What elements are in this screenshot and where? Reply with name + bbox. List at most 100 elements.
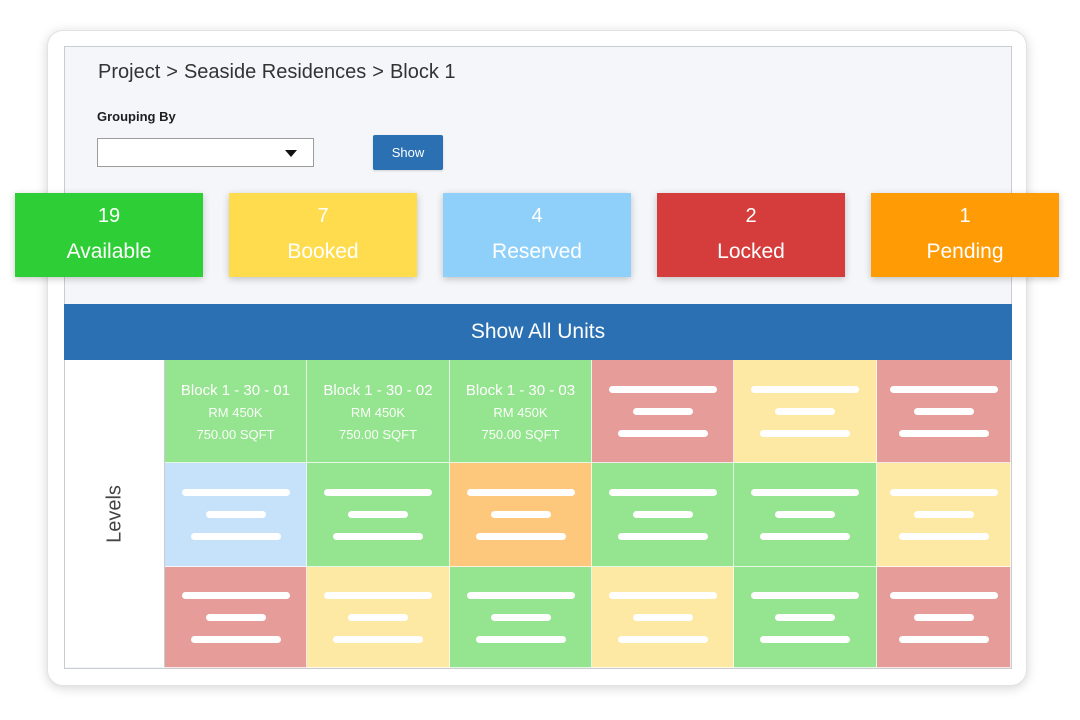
placeholder-line bbox=[466, 489, 575, 496]
placeholder-line bbox=[205, 613, 266, 621]
placeholder-line bbox=[632, 511, 693, 518]
status-label: Locked bbox=[717, 240, 785, 263]
placeholder-line bbox=[324, 489, 432, 496]
unit-title: Block 1 - 30 - 01 bbox=[180, 382, 291, 399]
unit-title: Block 1 - 30 - 02 bbox=[323, 382, 433, 399]
placeholder-line bbox=[181, 591, 290, 599]
grouping-by-label: Grouping By bbox=[97, 109, 176, 124]
placeholder-line bbox=[190, 533, 281, 540]
unit-cell[interactable] bbox=[734, 567, 877, 668]
placeholder-line bbox=[889, 489, 998, 496]
placeholder-line bbox=[913, 511, 974, 518]
unit-cell[interactable]: Block 1 - 30 - 01 RM 450K 750.00 SQFT bbox=[165, 360, 307, 463]
placeholder-line bbox=[889, 591, 998, 599]
placeholder-line bbox=[490, 613, 551, 621]
placeholder-line bbox=[617, 533, 708, 540]
placeholder-line bbox=[348, 511, 408, 518]
unit-cell[interactable] bbox=[307, 463, 450, 567]
unit-area: 750.00 SQFT bbox=[196, 427, 275, 442]
placeholder-line bbox=[475, 635, 566, 643]
unit-cell[interactable] bbox=[877, 463, 1011, 567]
placeholder-line bbox=[348, 613, 408, 621]
status-card-reserved[interactable]: 4 Reserved bbox=[443, 193, 631, 277]
unit-cell[interactable] bbox=[165, 567, 307, 668]
status-count: 1 bbox=[959, 205, 971, 227]
breadcrumb-separator: > bbox=[372, 61, 384, 83]
unit-cell[interactable] bbox=[592, 360, 734, 463]
status-count: 2 bbox=[745, 205, 757, 227]
placeholder-line bbox=[608, 591, 717, 599]
placeholder-line bbox=[913, 407, 974, 415]
placeholder-line bbox=[490, 511, 551, 518]
unit-cell[interactable] bbox=[734, 463, 877, 567]
placeholder-line bbox=[632, 407, 693, 415]
status-card-pending[interactable]: 1 Pending bbox=[871, 193, 1059, 277]
unit-cell[interactable]: Block 1 - 30 - 02 RM 450K 750.00 SQFT bbox=[307, 360, 450, 463]
unit-cell[interactable] bbox=[450, 567, 592, 668]
status-label: Pending bbox=[926, 240, 1004, 263]
unit-cell[interactable]: Block 1 - 30 - 03 RM 450K 750.00 SQFT bbox=[450, 360, 592, 463]
placeholder-line bbox=[608, 489, 717, 496]
placeholder-line bbox=[760, 429, 850, 437]
show-all-units-button[interactable]: Show All Units bbox=[64, 304, 1012, 360]
placeholder-line bbox=[617, 429, 708, 437]
placeholder-line bbox=[889, 385, 998, 393]
placeholder-line bbox=[324, 591, 432, 599]
breadcrumb-item-block: Block 1 bbox=[389, 61, 456, 83]
placeholder-line bbox=[632, 613, 693, 621]
placeholder-line bbox=[205, 511, 266, 518]
placeholder-line bbox=[333, 533, 423, 540]
placeholder-line bbox=[775, 407, 835, 415]
status-label: Reserved bbox=[492, 240, 582, 263]
placeholder-line bbox=[913, 613, 974, 621]
status-card-booked[interactable]: 7 Booked bbox=[229, 193, 417, 277]
placeholder-line bbox=[333, 635, 423, 643]
status-label: Booked bbox=[287, 240, 359, 263]
placeholder-line bbox=[751, 489, 859, 496]
caret-down-icon bbox=[285, 150, 297, 157]
show-button[interactable]: Show bbox=[373, 135, 443, 170]
placeholder-line bbox=[898, 635, 989, 643]
unit-cell[interactable] bbox=[877, 567, 1011, 668]
unit-cell[interactable] bbox=[592, 567, 734, 668]
levels-column: Levels bbox=[65, 360, 165, 667]
placeholder-line bbox=[466, 591, 575, 599]
placeholder-line bbox=[751, 385, 859, 393]
unit-title: Block 1 - 30 - 03 bbox=[465, 382, 576, 399]
breadcrumb-separator: > bbox=[166, 61, 178, 83]
unit-cell[interactable] bbox=[592, 463, 734, 567]
status-label: Available bbox=[66, 240, 152, 263]
placeholder-line bbox=[190, 635, 281, 643]
unit-cell[interactable] bbox=[165, 463, 307, 567]
placeholder-line bbox=[760, 635, 850, 643]
status-card-available[interactable]: 19 Available bbox=[15, 193, 203, 277]
breadcrumb-item-project[interactable]: Project bbox=[98, 61, 161, 83]
placeholder-line bbox=[751, 591, 859, 599]
unit-price: RM 450K bbox=[208, 405, 263, 420]
status-count: 4 bbox=[531, 205, 543, 227]
placeholder-line bbox=[181, 489, 290, 496]
unit-cell[interactable] bbox=[877, 360, 1011, 463]
placeholder-line bbox=[775, 613, 835, 621]
levels-label: Levels bbox=[103, 484, 125, 543]
placeholder-line bbox=[898, 429, 989, 437]
status-card-locked[interactable]: 2 Locked bbox=[657, 193, 845, 277]
status-count: 19 bbox=[97, 205, 121, 227]
placeholder-line bbox=[760, 533, 850, 540]
status-count: 7 bbox=[317, 205, 329, 227]
unit-cell[interactable] bbox=[450, 463, 592, 567]
placeholder-line bbox=[475, 533, 566, 540]
placeholder-line bbox=[617, 635, 708, 643]
unit-price: RM 450K bbox=[493, 405, 548, 420]
breadcrumb: Project>Seaside Residences>Block 1 bbox=[98, 59, 456, 85]
placeholder-line bbox=[898, 533, 989, 540]
grouping-by-select[interactable] bbox=[97, 138, 314, 167]
unit-cell[interactable] bbox=[307, 567, 450, 668]
unit-area: 750.00 SQFT bbox=[481, 427, 560, 442]
unit-price: RM 450K bbox=[350, 405, 406, 420]
unit-cell[interactable] bbox=[734, 360, 877, 463]
breadcrumb-item-seaside-residences[interactable]: Seaside Residences bbox=[183, 61, 367, 83]
placeholder-line bbox=[775, 511, 835, 518]
unit-area: 750.00 SQFT bbox=[338, 427, 418, 442]
